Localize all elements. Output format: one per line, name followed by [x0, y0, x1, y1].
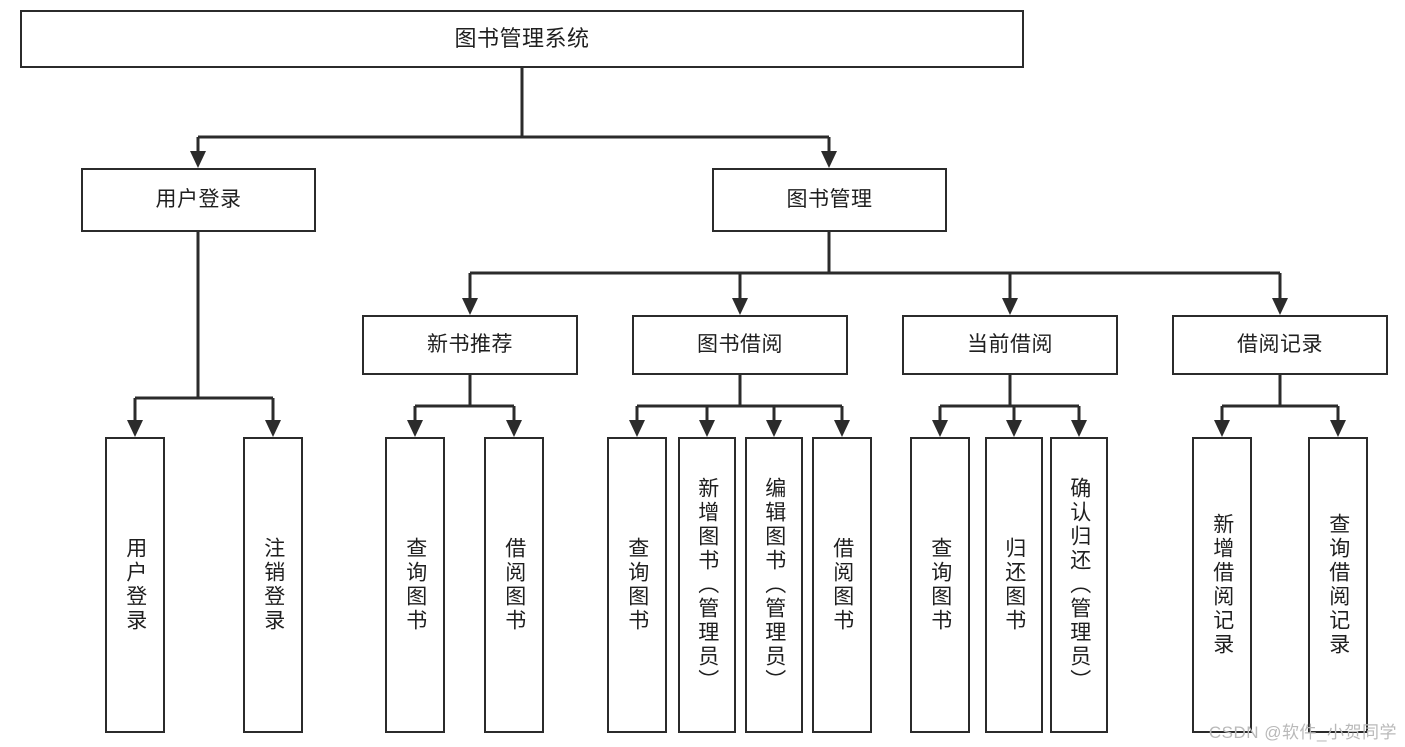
connector-arrow-book-management-to-level3-2: [1002, 298, 1018, 315]
connector-arrow-borrow-to-leaves-1: [699, 420, 715, 437]
connector-arrow-book-management-to-level3-1: [732, 298, 748, 315]
node-leaf-borrow-query-book[interactable]: 查询图书: [607, 437, 667, 733]
connector-arrow-book-management-to-level3-3: [1272, 298, 1288, 315]
connector-arrow-borrow-to-leaves-2: [766, 420, 782, 437]
node-label-leaf-borrow-query-book: 查询图书: [625, 537, 649, 633]
node-label-book-borrow: 图书借阅: [697, 333, 783, 357]
node-current-borrow[interactable]: 当前借阅: [902, 315, 1118, 375]
node-label-leaf-borrow-edit-book: 编辑图书（管理员）: [762, 477, 786, 693]
connector-arrow-root-to-level2-0: [190, 151, 206, 168]
node-label-leaf-records-query-record: 查询借阅记录: [1326, 513, 1350, 657]
node-leaf-borrow-edit-book[interactable]: 编辑图书（管理员）: [745, 437, 803, 733]
connector-arrow-recommend-to-leaves-1: [506, 420, 522, 437]
node-label-leaf-recommend-query-book: 查询图书: [403, 537, 427, 633]
connector-arrow-user-login-to-leaves-1: [265, 420, 281, 437]
node-leaf-borrow-borrow-book[interactable]: 借阅图书: [812, 437, 872, 733]
connector-arrow-records-to-leaves-0: [1214, 420, 1230, 437]
node-label-user-login: 用户登录: [155, 188, 242, 212]
node-leaf-records-query-record[interactable]: 查询借阅记录: [1308, 437, 1368, 733]
node-label-leaf-current-query-book: 查询图书: [928, 537, 952, 633]
node-leaf-recommend-query-book[interactable]: 查询图书: [385, 437, 445, 733]
connector-arrow-recommend-to-leaves-0: [407, 420, 423, 437]
node-borrow-records[interactable]: 借阅记录: [1172, 315, 1388, 375]
node-new-book-recommend[interactable]: 新书推荐: [362, 315, 578, 375]
connector-arrow-book-management-to-level3-0: [462, 298, 478, 315]
node-user-login[interactable]: 用户登录: [81, 168, 316, 232]
node-leaf-current-return-book[interactable]: 归还图书: [985, 437, 1043, 733]
node-label-leaf-records-add-record: 新增借阅记录: [1210, 513, 1234, 657]
connector-arrow-root-to-level2-1: [821, 151, 837, 168]
connector-arrow-current-to-leaves-0: [932, 420, 948, 437]
node-label-book-management: 图书管理: [786, 188, 873, 212]
node-leaf-records-add-record[interactable]: 新增借阅记录: [1192, 437, 1252, 733]
node-leaf-current-query-book[interactable]: 查询图书: [910, 437, 970, 733]
node-label-leaf-current-return-book: 归还图书: [1002, 537, 1026, 633]
node-leaf-user-login[interactable]: 用户登录: [105, 437, 165, 733]
node-leaf-recommend-borrow-book[interactable]: 借阅图书: [484, 437, 544, 733]
connector-arrow-borrow-to-leaves-3: [834, 420, 850, 437]
node-label-leaf-user-login: 用户登录: [123, 537, 147, 633]
node-label-leaf-borrow-add-book: 新增图书（管理员）: [695, 477, 719, 693]
node-book-borrow[interactable]: 图书借阅: [632, 315, 848, 375]
node-label-leaf-current-confirm-return: 确认归还（管理员）: [1067, 477, 1091, 693]
connector-arrow-current-to-leaves-2: [1071, 420, 1087, 437]
node-label-new-book-recommend: 新书推荐: [427, 333, 513, 357]
node-label-leaf-recommend-borrow-book: 借阅图书: [502, 537, 526, 633]
node-label-current-borrow: 当前借阅: [967, 333, 1053, 357]
node-root[interactable]: 图书管理系统: [20, 10, 1024, 68]
connector-arrow-borrow-to-leaves-0: [629, 420, 645, 437]
node-label-borrow-records: 借阅记录: [1237, 333, 1323, 357]
node-leaf-borrow-add-book[interactable]: 新增图书（管理员）: [678, 437, 736, 733]
node-leaf-user-logout[interactable]: 注销登录: [243, 437, 303, 733]
node-book-management[interactable]: 图书管理: [712, 168, 947, 232]
node-label-leaf-borrow-borrow-book: 借阅图书: [830, 537, 854, 633]
node-leaf-current-confirm-return[interactable]: 确认归还（管理员）: [1050, 437, 1108, 733]
connector-arrow-user-login-to-leaves-0: [127, 420, 143, 437]
csdn-watermark: CSDN @软件_小贺同学: [1208, 723, 1397, 742]
node-label-leaf-user-logout: 注销登录: [261, 537, 285, 633]
node-label-root: 图书管理系统: [454, 25, 590, 51]
connector-arrow-current-to-leaves-1: [1006, 420, 1022, 437]
connector-arrow-records-to-leaves-1: [1330, 420, 1346, 437]
